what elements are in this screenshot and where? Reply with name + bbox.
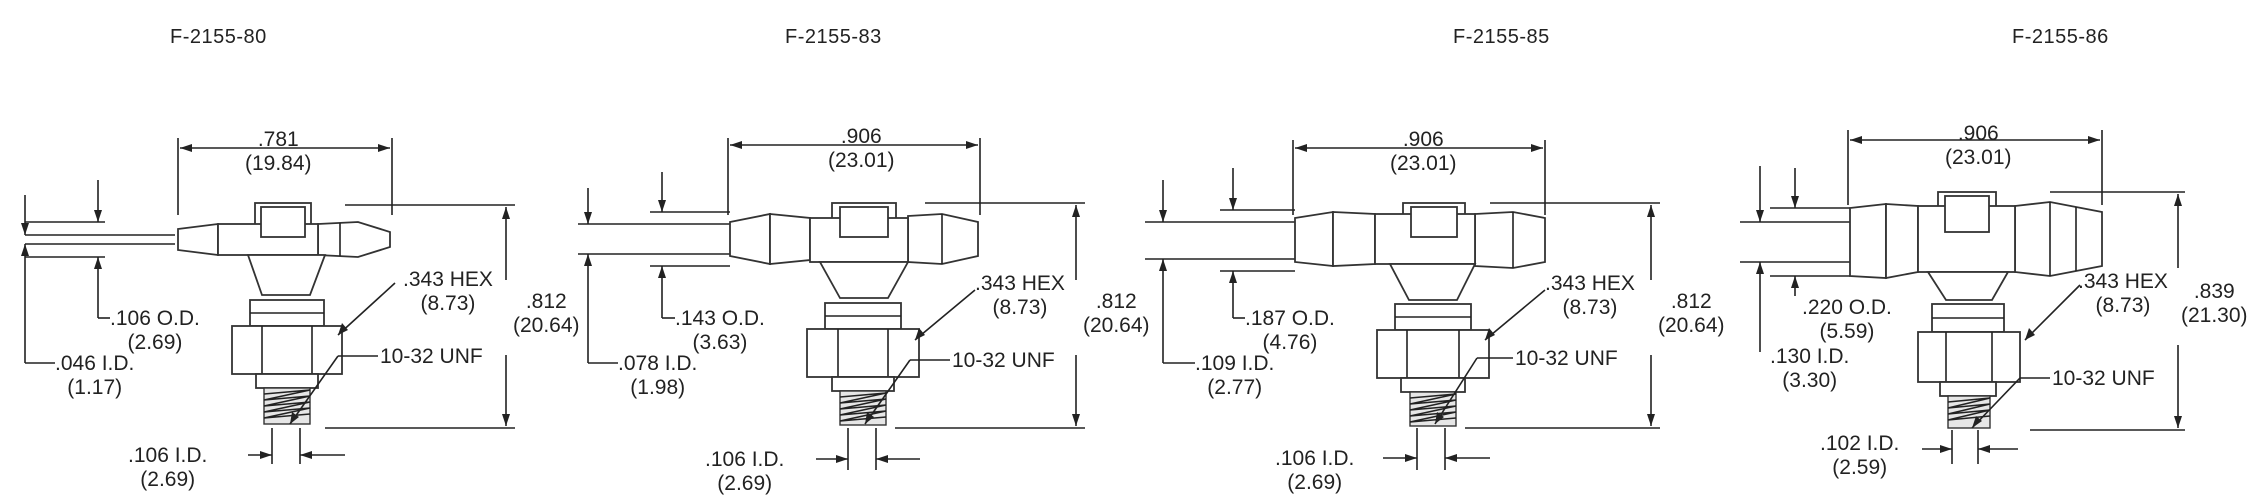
- fitting-drawing: [1145, 140, 1660, 470]
- width-dimension-label: .906(23.01): [1945, 122, 2012, 169]
- part-panel-f-2155-83: F-2155-83: [570, 0, 1150, 498]
- width-dimension-label: .906(23.01): [828, 125, 895, 172]
- part-number-title: F-2155-86: [2012, 26, 2109, 48]
- stem-inner-diameter-label: .106 I.D.(2.69): [128, 444, 208, 491]
- fitting-drawing: [578, 138, 1085, 470]
- barb-inner-diameter-label: .046 I.D.(1.17): [55, 352, 135, 399]
- part-panel-f-2155-85: F-2155-85: [1145, 0, 1725, 498]
- barb-inner-diameter-label: .078 I.D.(1.98): [618, 352, 698, 399]
- outer-diameter-label: .220 O.D.(5.59): [1802, 296, 1892, 343]
- thread-spec-label: 10-32 UNF: [2052, 367, 2155, 390]
- stem-inner-diameter-label: .106 I.D.(2.69): [1275, 447, 1355, 494]
- barb-inner-diameter-label: .130 I.D.(3.30): [1770, 345, 1850, 392]
- hex-dimension-label: .343 HEX(8.73): [1545, 272, 1635, 319]
- height-dimension-label: .812(20.64): [1658, 290, 1725, 337]
- stem-inner-diameter-label: .102 I.D.(2.59): [1820, 432, 1900, 479]
- part-number-title: F-2155-85: [1453, 26, 1550, 48]
- hex-dimension-label: .343 HEX(8.73): [975, 272, 1065, 319]
- thread-spec-label: 10-32 UNF: [952, 349, 1055, 372]
- barb-inner-diameter-label: .109 I.D.(2.77): [1195, 352, 1275, 399]
- height-dimension-label: .839(21.30): [2181, 280, 2248, 327]
- fitting-drawing: [21, 138, 515, 464]
- part-number-title: F-2155-80: [170, 26, 267, 48]
- hex-dimension-label: .343 HEX(8.73): [2078, 270, 2168, 317]
- outer-diameter-label: .106 O.D.(2.69): [110, 307, 200, 354]
- width-dimension-label: .781(19.84): [245, 128, 312, 175]
- hex-dimension-label: .343 HEX(8.73): [403, 268, 493, 315]
- stem-inner-diameter-label: .106 I.D.(2.69): [705, 448, 785, 495]
- outer-diameter-label: .143 O.D.(3.63): [675, 307, 765, 354]
- outer-diameter-label: .187 O.D.(4.76): [1245, 307, 1335, 354]
- height-dimension-label: .812(20.64): [513, 290, 580, 337]
- part-number-title: F-2155-83: [785, 26, 882, 48]
- fitting-drawing: [1740, 130, 2185, 464]
- part-panel-f-2155-80: F-2155-80: [0, 0, 580, 498]
- thread-spec-label: 10-32 UNF: [1515, 347, 1618, 370]
- width-dimension-label: .906(23.01): [1390, 128, 1457, 175]
- thread-spec-label: 10-32 UNF: [380, 345, 483, 368]
- height-dimension-label: .812(20.64): [1083, 290, 1150, 337]
- part-panel-f-2155-86: F-2155-86: [1740, 0, 2248, 498]
